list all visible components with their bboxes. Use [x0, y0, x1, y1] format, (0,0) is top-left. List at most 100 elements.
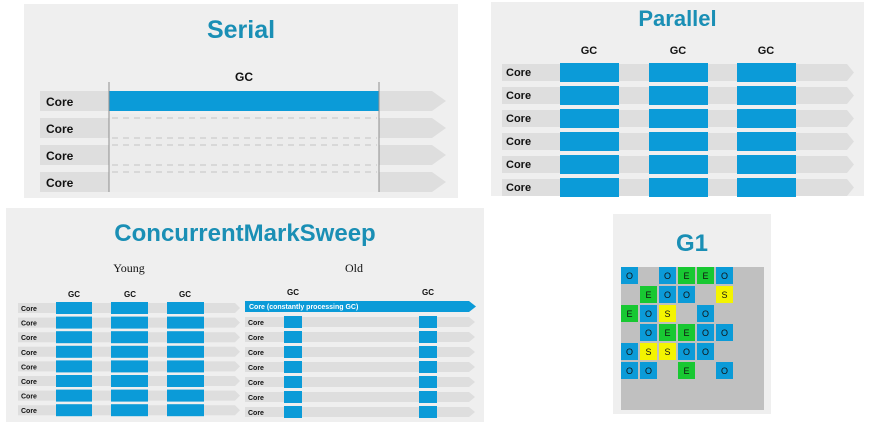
g1-region-label: E [683, 328, 689, 338]
g1-region-label: O [721, 271, 728, 281]
g1-region-label: S [721, 290, 727, 300]
cms-panel: ConcurrentMarkSweep Young Old GC GC GC G… [6, 208, 484, 422]
g1-old-region: O [716, 267, 733, 284]
cms-young-gc-block [111, 375, 148, 387]
parallel-gc-block [560, 109, 619, 128]
cms-young-core-row: Core [18, 360, 240, 373]
parallel-core-row: Core [502, 86, 854, 105]
cms-old-core-row: Core [245, 331, 475, 343]
cms-young-gc-block [111, 404, 148, 417]
parallel-gc-block [737, 178, 796, 197]
parallel-core-label: Core [506, 136, 531, 148]
cms-young-gc-block [111, 316, 148, 329]
cms-young-gc-block [56, 360, 92, 373]
cms-old-gc-block [419, 361, 437, 373]
parallel-gc-block [560, 178, 619, 197]
parallel-core-row: Core [502, 178, 854, 197]
cms-young-gc-block [167, 316, 204, 329]
cms-core-label: Core [248, 320, 264, 327]
parallel-core-label: Core [506, 113, 531, 125]
cms-core-label: Core [21, 350, 37, 357]
parallel-gc-block [649, 178, 708, 197]
g1-eden-region: E [640, 286, 657, 303]
parallel-core-row: Core [502, 132, 854, 151]
cms-old-core-row: Core [245, 316, 475, 328]
cms-old-core-row: Core [245, 391, 475, 403]
cms-core-label: Core [248, 380, 264, 387]
g1-region-label: O [664, 290, 671, 300]
parallel-core-row: Core [502, 63, 854, 82]
parallel-gc-block [560, 86, 619, 105]
g1-old-region: O [697, 305, 714, 322]
parallel-gc-label: GC [670, 45, 687, 57]
cms-young-gc-block [56, 389, 92, 402]
cms-old-gc-block [419, 346, 437, 358]
g1-region-label: S [664, 347, 670, 357]
cms-young-gc-block [111, 302, 148, 314]
cms-young-gc-block [56, 331, 92, 344]
cms-old-gc-block [284, 391, 302, 403]
cms-young-gc-block [167, 375, 204, 387]
cms-young-gc-block [111, 360, 148, 373]
parallel-gc-block [649, 132, 708, 151]
g1-region-label: S [645, 347, 651, 357]
cms-old-gc-block [419, 331, 437, 343]
cms-core-label: Core [21, 364, 37, 371]
g1-region-label: E [645, 290, 651, 300]
g1-region-label: O [683, 347, 690, 357]
cms-old-core-row: Core [245, 346, 475, 358]
g1-old-region: O [697, 343, 714, 360]
g1-region-label: O [721, 366, 728, 376]
cms-old-gc-label: GC [422, 288, 434, 297]
cms-old-core-row: Core [245, 361, 475, 373]
cms-young-gc-block [111, 345, 148, 358]
cms-young-core-row: Core [18, 345, 240, 358]
g1-eden-region: E [678, 362, 695, 379]
g1-eden-region: E [678, 267, 695, 284]
cms-young-core-row: Core [18, 302, 240, 314]
g1-survivor-region: S [716, 286, 733, 303]
parallel-core-label: Core [506, 182, 531, 194]
cms-young-gc-block [167, 345, 204, 358]
g1-region-label: O [664, 271, 671, 281]
g1-survivor-region: S [640, 343, 657, 360]
cms-young-gc-block [56, 316, 92, 329]
g1-region-label: O [721, 328, 728, 338]
g1-old-region: O [716, 362, 733, 379]
parallel-gc-block [737, 86, 796, 105]
cms-young-gc-label: GC [68, 290, 80, 299]
cms-old-label: Old [345, 261, 363, 275]
g1-old-region: O [678, 343, 695, 360]
g1-eden-region: E [659, 324, 676, 341]
cms-concurrent-label: Core (constantly processing GC) [249, 304, 358, 311]
g1-old-region: O [678, 286, 695, 303]
parallel-gc-label: GC [581, 45, 598, 57]
serial-gc-block [109, 91, 379, 111]
parallel-core-label: Core [506, 67, 531, 79]
cms-core-label: Core [21, 408, 37, 415]
parallel-core-row: Core [502, 155, 854, 174]
cms-young-core-row: Core [18, 389, 240, 402]
cms-core-label: Core [248, 350, 264, 357]
g1-region-label: E [683, 366, 689, 376]
g1-old-region: O [697, 324, 714, 341]
cms-title: ConcurrentMarkSweep [114, 220, 376, 247]
cms-young-gc-block [167, 302, 204, 314]
g1-old-region: O [640, 362, 657, 379]
cms-young-gc-label: GC [179, 290, 191, 299]
cms-old-gc-label: GC [287, 288, 299, 297]
cms-young-core-row: Core [18, 331, 240, 344]
cms-concurrent-row: Core (constantly processing GC) [245, 301, 476, 312]
g1-eden-region: E [697, 267, 714, 284]
g1-eden-region: E [678, 324, 695, 341]
cms-core-label: Core [21, 394, 37, 401]
cms-core-label: Core [248, 410, 264, 417]
serial-idle-area [109, 114, 379, 192]
g1-region-label: O [626, 347, 633, 357]
g1-region-label: E [683, 271, 689, 281]
cms-old-gc-block [419, 376, 437, 388]
cms-old-gc-block [419, 391, 437, 403]
parallel-gc-block [560, 63, 619, 82]
